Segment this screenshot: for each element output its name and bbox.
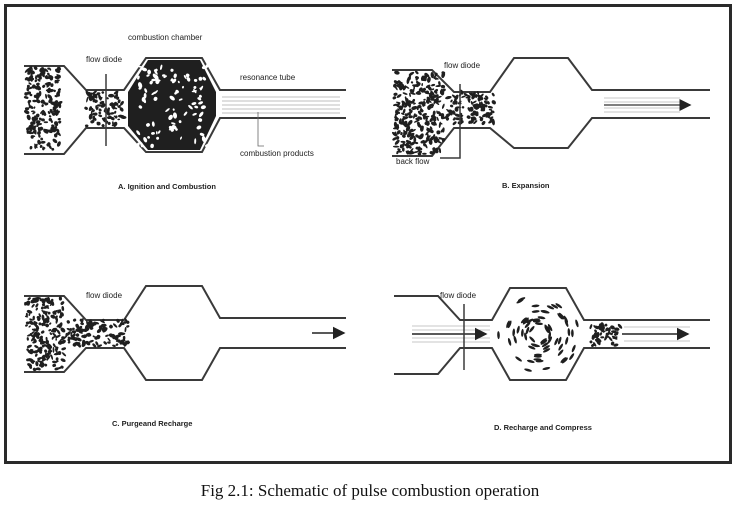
panel-a-inlet-particles — [23, 65, 63, 151]
panel-a-chamber-particles — [136, 63, 210, 149]
label-combustion-products: combustion products — [240, 149, 314, 158]
label-back-flow: back flow — [396, 157, 430, 166]
panel-c-outline — [24, 285, 346, 381]
panel-b: flow diode back flow B. Expansion — [391, 57, 710, 190]
panel-a-tube-streaks — [222, 96, 340, 114]
figure-caption: Fig 2.1: Schematic of pulse combustion o… — [200, 481, 540, 500]
diagram-frame — [4, 4, 732, 464]
panel-c-inlet-particles — [23, 296, 67, 372]
label-resonance-tube: resonance tube — [240, 73, 296, 82]
panel-c-diode-particles — [65, 318, 131, 348]
panel-d-outlet-streaks — [624, 326, 690, 342]
panel-b-backflow-leader — [440, 84, 461, 159]
panel-a-outline — [24, 57, 346, 155]
panel-d-outline — [394, 287, 710, 381]
label-flow-diode-d: flow diode — [440, 291, 477, 300]
panel-d: flow diode D. Recharge and Compress — [394, 287, 710, 432]
panel-b-inlet-particles — [391, 70, 446, 156]
panel-a-diode-particles — [84, 90, 127, 128]
label-flow-diode-b: flow diode — [444, 61, 481, 70]
label-combustion-chamber: combustion chamber — [128, 33, 203, 42]
caption-panel-a: A. Ignition and Combustion — [118, 182, 216, 191]
panel-b-diode-particles — [443, 89, 496, 126]
label-flow-diode-c: flow diode — [86, 291, 123, 300]
caption-panel-d: D. Recharge and Compress — [494, 423, 592, 432]
panel-a-products-leader — [257, 112, 264, 147]
label-flow-diode-a: flow diode — [86, 55, 123, 64]
panel-d-chamber-swirl — [497, 297, 579, 372]
panel-d-outlet-particles — [589, 322, 623, 347]
caption-panel-b: B. Expansion — [502, 181, 550, 190]
panel-c: flow diode C. Purgeand Recharge — [23, 285, 346, 428]
panel-a: combustion chamber flow diode resonance … — [23, 33, 346, 191]
panel-b-tube-streaks — [604, 97, 680, 113]
caption-panel-c: C. Purgeand Recharge — [112, 419, 192, 428]
